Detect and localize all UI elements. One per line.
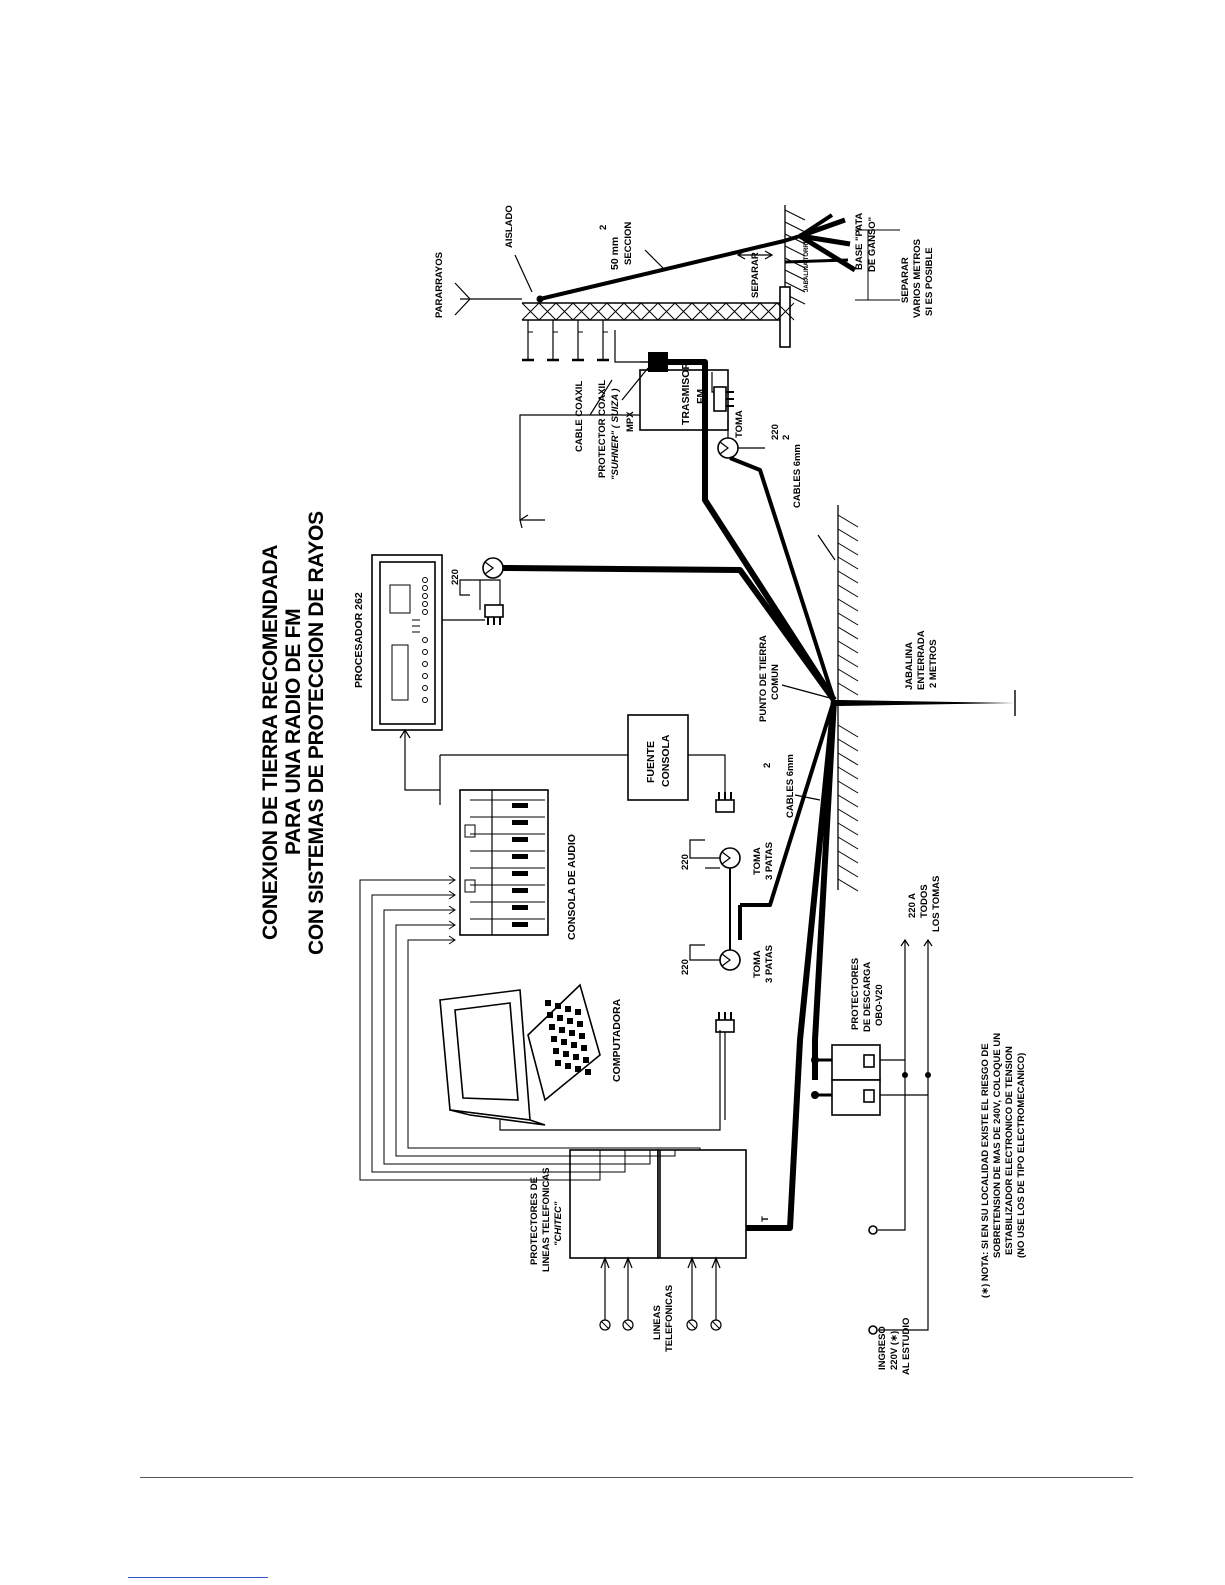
toma-right-label-1: TOMA	[752, 847, 763, 875]
base-label-2: DE GANSO"	[867, 217, 878, 272]
proc-220-label: 220	[450, 569, 461, 585]
audio-processor	[371, 554, 837, 805]
t-label: T	[760, 1216, 771, 1222]
cables-6mm-tx-label: CABLES 6mm	[792, 444, 803, 508]
protectores-descarga-2: DE DESCARGA	[862, 962, 873, 1032]
title-line-2: PARA UNA RADIO DE FM	[282, 609, 305, 855]
footer-link-underline	[128, 1577, 268, 1578]
separar-varios-1: SEPARAR	[900, 257, 911, 303]
cables-tx-superscript: 2	[781, 435, 792, 440]
protectores-lineas-1: PROTECTORES DE	[529, 1177, 540, 1265]
ingreso-label-3: AL ESTUDIO	[901, 1318, 912, 1375]
nota-line-4: (NO USE LOS DE TIPO ELECTROMECANICO)	[1016, 1053, 1027, 1258]
toma-tx-label: TOMA	[734, 410, 745, 438]
diagram-labels: PARARRAYOS AISLADO 50 mm 2 SECCION SEPAR…	[353, 205, 1027, 1375]
ingreso-label-2: 220V (∗)	[889, 1331, 900, 1370]
separar-label: SEPARAR	[750, 252, 761, 298]
title-line-1: CONEXION DE TIERRA RECOMENDADA	[259, 545, 282, 940]
lineas-label-2: TELEFONICAS	[664, 1285, 675, 1352]
cable-coaxil-label: CABLE COAXIL	[574, 381, 585, 452]
punto-tierra-label-2: COMUN	[770, 664, 781, 700]
toma-right-label-2: 3 PATAS	[764, 842, 775, 880]
pararrayos-label: PARARRAYOS	[434, 252, 445, 318]
jabalina-label-3: 2 METROS	[928, 639, 939, 688]
protector-coaxil-label-2: "SUHNER" ( SUIZA )	[610, 388, 621, 480]
protectores-descarga-3: OBO-V20	[874, 984, 885, 1026]
nota-line-1: (∗) NOTA: SI EN SU LOCALIDAD EXISTE EL R…	[980, 1043, 991, 1298]
protectores-lineas-3: "CHITEC"	[553, 1201, 564, 1246]
toma-right-220-label: 220	[680, 854, 691, 870]
a-todos-label-2: TODOS	[919, 884, 930, 918]
protector-coaxil-label-1: PROTECTOR COAXIL	[597, 380, 608, 478]
three-pin-outlets	[689, 699, 836, 1120]
footer-divider	[140, 1477, 1133, 1478]
seccion-superscript: 2	[598, 225, 609, 230]
consola-audio-label: CONSOLA DE AUDIO	[566, 834, 578, 940]
jabalina-label-2: ENTERRADA	[916, 630, 927, 690]
a-todos-label-1: 220 A	[907, 893, 918, 918]
seccion-50mm-label: 50 mm	[609, 237, 621, 270]
phone-line-protectors	[359, 699, 837, 1331]
punto-tierra-label-1: PUNTO DE TIERRA	[758, 635, 769, 722]
tx-220-label: 220	[770, 424, 781, 440]
procesador-label: PROCESADOR 262	[353, 592, 365, 688]
coax-protector	[648, 352, 668, 372]
jabalina-label-1: JABALINA	[904, 642, 915, 690]
fuente-label: FUENTE	[645, 741, 657, 783]
toma-left-label-1: TOMA	[752, 950, 763, 978]
mpx-label: MPX	[625, 411, 636, 432]
fm-transmitter: TRASMISOR FM	[519, 330, 837, 702]
aislado-label: AISLADO	[504, 205, 515, 248]
trasmisor-label: TRASMISOR	[680, 362, 692, 425]
protectores-lineas-2: LINEAS TELEFONICAS	[541, 1167, 552, 1272]
base-label-1: BASE "PATA	[854, 213, 865, 270]
ingreso-label-1: INGRESO	[877, 1326, 888, 1370]
computer	[439, 983, 721, 1131]
separar-varios-3: SI ES POSIBLE	[924, 247, 935, 316]
separar-varios-2: VARIOS METROS	[912, 239, 923, 318]
cables-6mm-studio-label: CABLES 6mm	[785, 754, 796, 818]
audio-console	[459, 789, 549, 936]
ground-surface	[784, 205, 859, 892]
title-line-3: CON SISTEMAS DE PROTECCION DE RAYOS	[305, 511, 328, 955]
nota-line-3: ESTABILIZADOR ELECTRONICO DE TENSION	[1004, 1046, 1015, 1255]
antenna-tower	[454, 213, 900, 362]
lineas-label-1: LINEAS	[652, 1305, 663, 1340]
computadora-label: COMPUTADORA	[611, 998, 623, 1082]
ground-rod	[835, 690, 1016, 716]
fuente-consola-label: CONSOLA	[660, 734, 672, 787]
diagram-title: CONEXION DE TIERRA RECOMENDADA PARA UNA …	[259, 511, 328, 955]
nota-line-2: SOBRETENSION DE MAS DE 240V, COLOQUE UN	[992, 1033, 1003, 1258]
surge-protectors	[811, 699, 933, 1335]
console-power-supply: FUENTE CONSOLA	[627, 714, 735, 813]
toma-left-220-label: 220	[680, 959, 691, 975]
cables-studio-superscript: 2	[762, 763, 773, 768]
seccion-label: SECCION	[623, 222, 634, 265]
toma-left-label-2: 3 PATAS	[764, 945, 775, 983]
jabalina-torre-label: JABALINA TORRE	[804, 239, 810, 292]
a-todos-label-3: LOS TOMAS	[931, 876, 942, 932]
protectores-descarga-1: PROTECTORES	[850, 958, 861, 1030]
